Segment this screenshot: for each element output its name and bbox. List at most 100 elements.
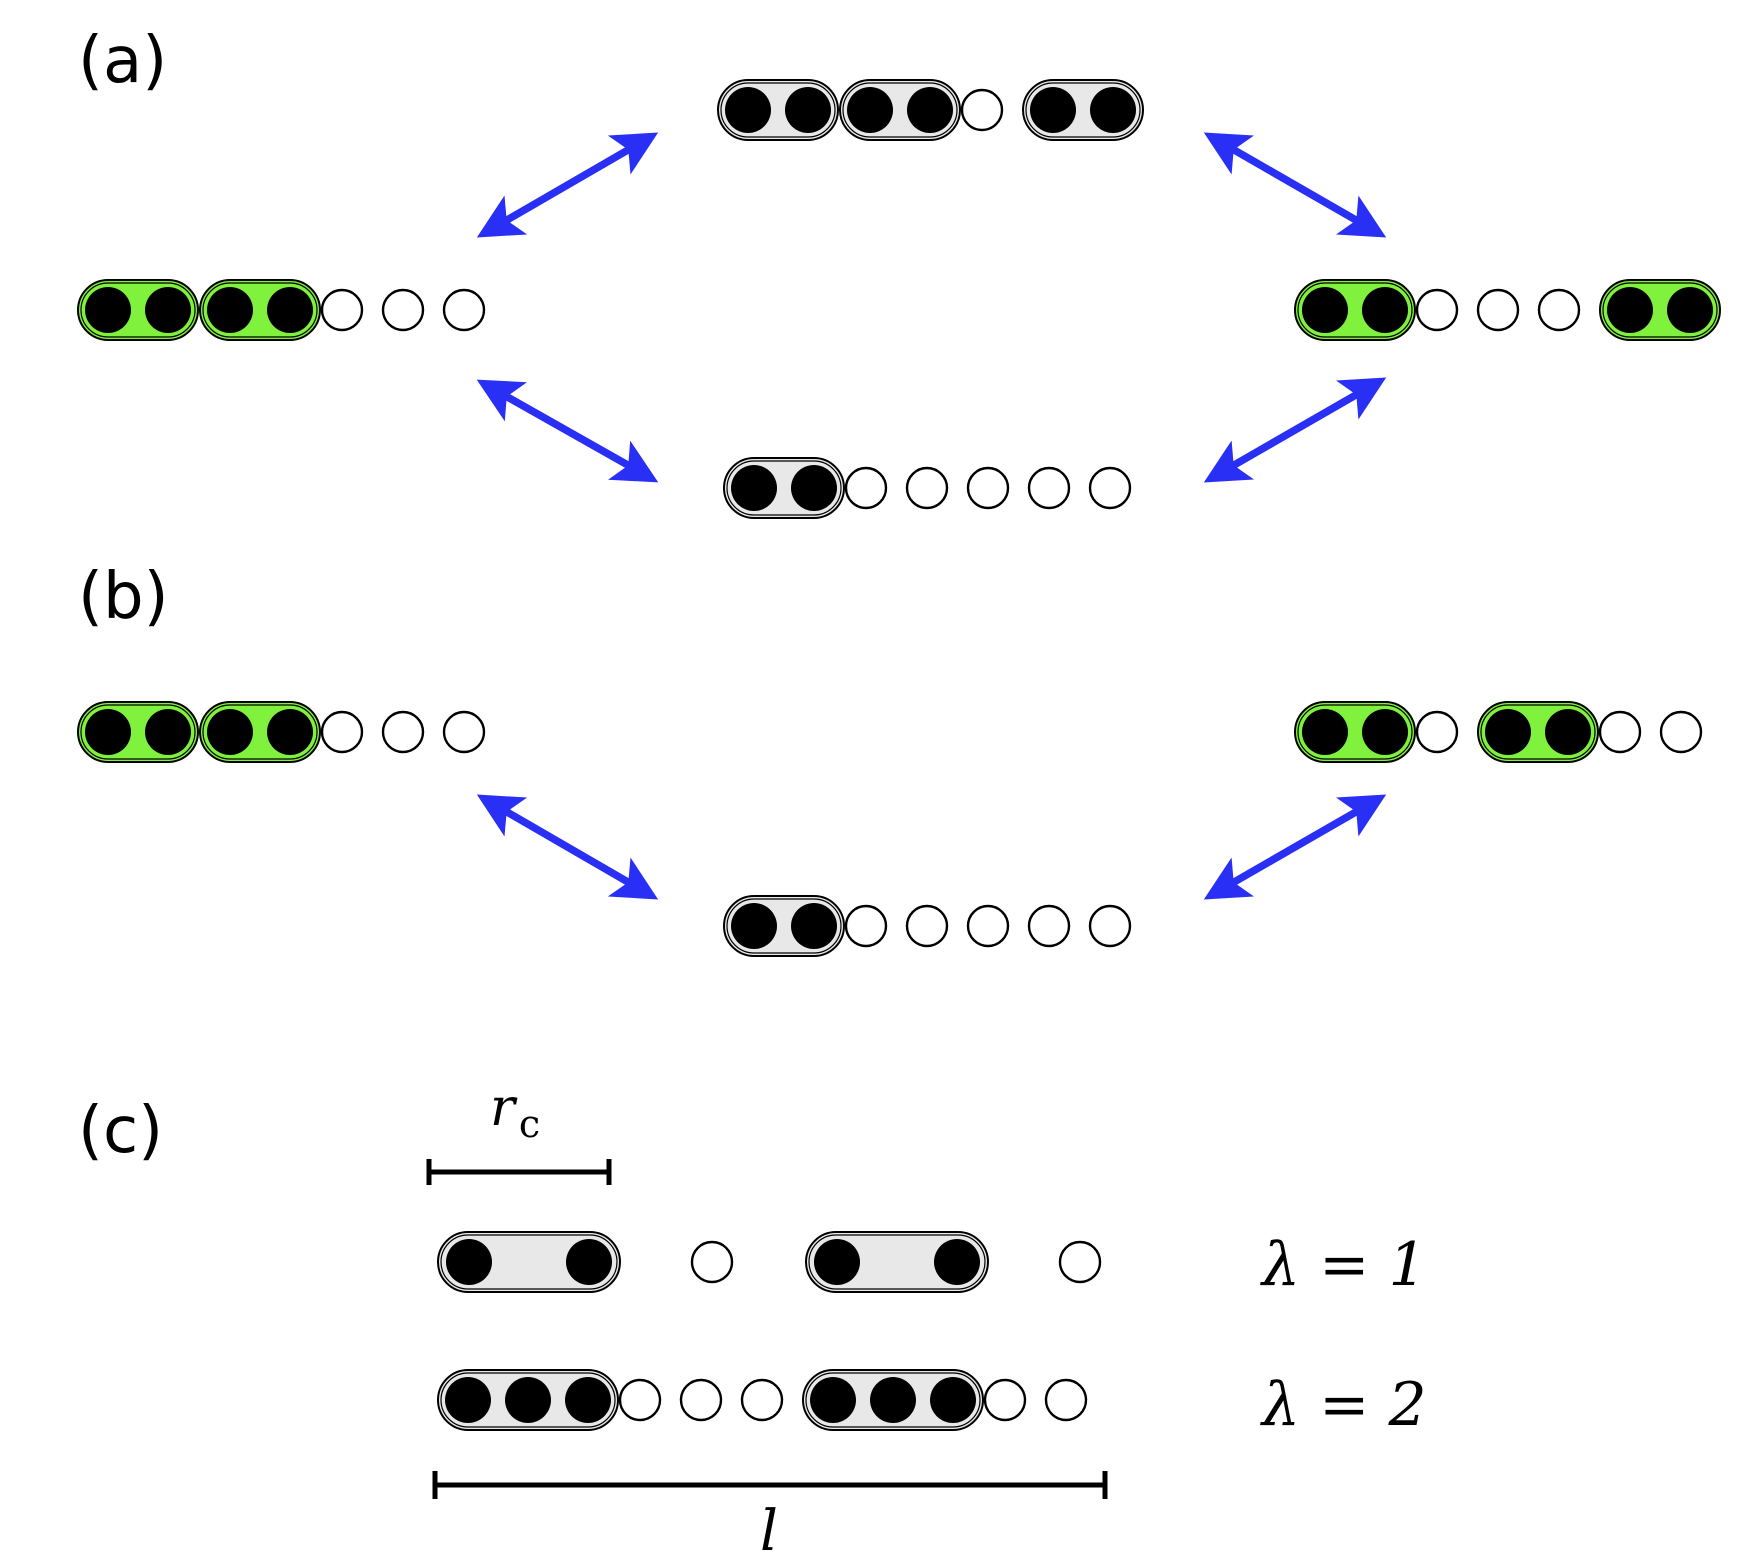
atom [814, 1239, 860, 1285]
row-a-left [77, 279, 486, 341]
row-b-left [77, 701, 486, 763]
atom [1485, 709, 1531, 755]
atom [930, 1377, 976, 1423]
pair-capsule [723, 895, 845, 957]
atom [145, 287, 191, 333]
atom [791, 903, 837, 949]
row-b-bottom [723, 895, 1132, 957]
empty-site [966, 466, 1010, 510]
atom [785, 87, 831, 133]
atom [207, 709, 253, 755]
transition-arrows [476, 132, 1387, 900]
pair-capsule [839, 79, 961, 141]
excited-pair-capsule [1477, 701, 1599, 763]
atom [1302, 287, 1348, 333]
empty-site [1537, 288, 1581, 332]
row-b-right [1294, 701, 1703, 763]
pair-capsule [723, 457, 845, 519]
pair-capsule [437, 1231, 621, 1293]
atom [145, 709, 191, 755]
empty-site [381, 710, 425, 754]
empty-site [740, 1378, 784, 1422]
atom [1302, 709, 1348, 755]
excited-pair-capsule [1294, 701, 1416, 763]
atom [566, 1239, 612, 1285]
atom [870, 1377, 916, 1423]
excited-pair-capsule [1294, 279, 1416, 341]
empty-site [1598, 710, 1642, 754]
pair-capsule [717, 79, 839, 141]
atom [85, 287, 131, 333]
row-a-right [1294, 279, 1721, 341]
atom [1607, 287, 1653, 333]
empty-site [905, 904, 949, 948]
excited-pair-capsule [77, 701, 199, 763]
atom [1667, 287, 1713, 333]
pair-capsule [1022, 79, 1144, 141]
empty-site [1044, 1378, 1088, 1422]
lambda-2-label: λ = 2 [1260, 1370, 1427, 1440]
atom [446, 1239, 492, 1285]
empty-site [1088, 466, 1132, 510]
empty-site [690, 1240, 734, 1284]
panel-label-b: (b) [78, 560, 169, 634]
atom [847, 87, 893, 133]
empty-site [1415, 710, 1459, 754]
empty-site [1058, 1240, 1102, 1284]
empty-site [320, 710, 364, 754]
empty-site [1027, 904, 1071, 948]
empty-site [1415, 288, 1459, 332]
empty-site [618, 1378, 662, 1422]
empty-site [983, 1378, 1027, 1422]
empty-site [442, 710, 486, 754]
empty-site [1659, 710, 1703, 754]
atom [731, 903, 777, 949]
atom [1362, 287, 1408, 333]
panel-label-a: (a) [78, 24, 167, 98]
atom [731, 465, 777, 511]
excited-pair-capsule [1599, 279, 1721, 341]
row-a-top [717, 79, 1144, 141]
row-c-lambda1 [437, 1231, 1102, 1293]
atom [907, 87, 953, 133]
empty-site [844, 904, 888, 948]
empty-site [679, 1378, 723, 1422]
empty-site [905, 466, 949, 510]
double-headed-arrow [476, 794, 659, 900]
pair-capsule [805, 1231, 989, 1293]
empty-site [844, 466, 888, 510]
atom [267, 709, 313, 755]
atom [1362, 709, 1408, 755]
empty-site [960, 88, 1004, 132]
atom [1030, 87, 1076, 133]
empty-site [1476, 288, 1520, 332]
rc-scale-bar [426, 1159, 612, 1185]
atom [1090, 87, 1136, 133]
double-headed-arrow [1203, 794, 1387, 900]
atom [505, 1377, 551, 1423]
atom [1545, 709, 1591, 755]
l-scale-bar [432, 1471, 1108, 1499]
empty-site [1027, 466, 1071, 510]
double-headed-arrow [1203, 377, 1387, 483]
atom [565, 1377, 611, 1423]
double-headed-arrow [1203, 132, 1387, 238]
l-label: l [760, 1499, 778, 1559]
empty-site [442, 288, 486, 332]
atom [267, 287, 313, 333]
empty-site [966, 904, 1010, 948]
double-headed-arrow [476, 379, 659, 483]
empty-site [1088, 904, 1132, 948]
row-a-bottom [723, 457, 1132, 519]
excited-pair-capsule [199, 701, 321, 763]
double-headed-arrow [476, 132, 659, 238]
atom [810, 1377, 856, 1423]
atom [934, 1239, 980, 1285]
empty-site [381, 288, 425, 332]
lambda-1-label: λ = 1 [1260, 1230, 1427, 1300]
atom [85, 709, 131, 755]
pair-capsule [437, 1369, 619, 1431]
atom [207, 287, 253, 333]
